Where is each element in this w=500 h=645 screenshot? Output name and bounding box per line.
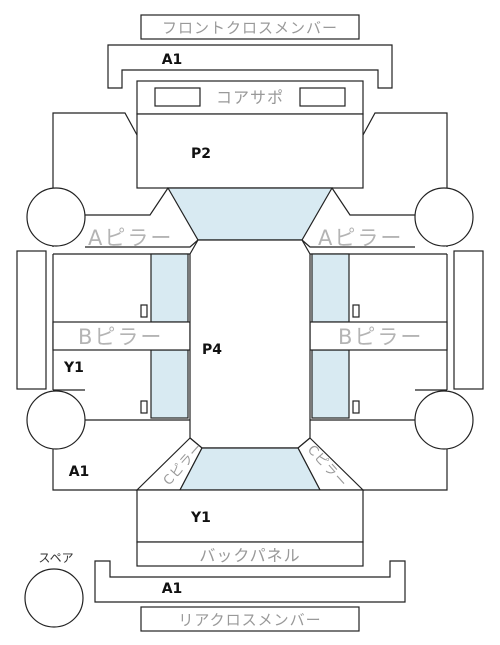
left-a-pillar-panel: [85, 187, 199, 248]
spare-label: スペア: [38, 551, 73, 565]
code-rear-member: A1: [162, 581, 183, 597]
right-rear-door-handle: [352, 400, 360, 414]
left-rear-quarter: [52, 449, 137, 491]
rear-left-wheel: [26, 390, 86, 450]
right-a-pillar-panel: [301, 187, 415, 248]
a-pillar-left-label: Aピラー: [88, 226, 173, 250]
code-front-area: P2: [191, 146, 211, 162]
right-side-skirt: [453, 250, 484, 390]
left-rear-door-handle: [140, 400, 148, 414]
right-b-pillar: [309, 321, 448, 351]
rear-cross-member-label: リアクロスメンバー: [178, 611, 321, 629]
core-support-label: コアサポ: [216, 88, 284, 107]
right-front-window: [311, 253, 350, 323]
left-front-door-handle: [140, 304, 148, 318]
core-support-left-slot: [154, 87, 201, 107]
back-panel: [136, 541, 364, 567]
right-rear-window: [311, 349, 350, 419]
right-rear-quarter: [363, 449, 448, 491]
core-support-right-slot: [299, 87, 346, 107]
front-cross-member-box: [140, 14, 360, 40]
rear-window: [179, 447, 321, 491]
code-left-side: Y1: [63, 360, 84, 376]
left-rear-window: [150, 349, 189, 419]
code-trunk: Y1: [190, 510, 211, 526]
rear-cross-member-bracket: [94, 560, 406, 603]
front-left-wheel: [26, 187, 86, 247]
code-rear-left: A1: [69, 464, 90, 480]
front-cross-member-label: フロントクロスメンバー: [162, 19, 338, 37]
b-pillar-right-label: Bピラー: [338, 325, 423, 349]
front-right-wheel: [414, 187, 474, 247]
b-pillar-left-label: Bピラー: [78, 325, 163, 349]
code-front-member: A1: [162, 52, 183, 68]
a-pillar-right-label: Aピラー: [318, 226, 403, 250]
rear-right-wheel: [414, 390, 474, 450]
left-side-skirt: [16, 250, 47, 390]
right-front-door-handle: [352, 304, 360, 318]
left-front-fender: [52, 112, 138, 247]
front-cross-member-bracket: [107, 44, 393, 89]
windshield: [166, 187, 334, 241]
back-panel-label: バックパネル: [199, 546, 300, 565]
code-body: P4: [202, 342, 222, 358]
rear-cross-member-box: [140, 606, 360, 632]
spare-tire: [24, 568, 84, 628]
front-hood-area: [136, 113, 364, 189]
trunk-lid: [136, 489, 364, 543]
left-front-window: [150, 253, 189, 323]
right-front-fender: [362, 112, 448, 247]
